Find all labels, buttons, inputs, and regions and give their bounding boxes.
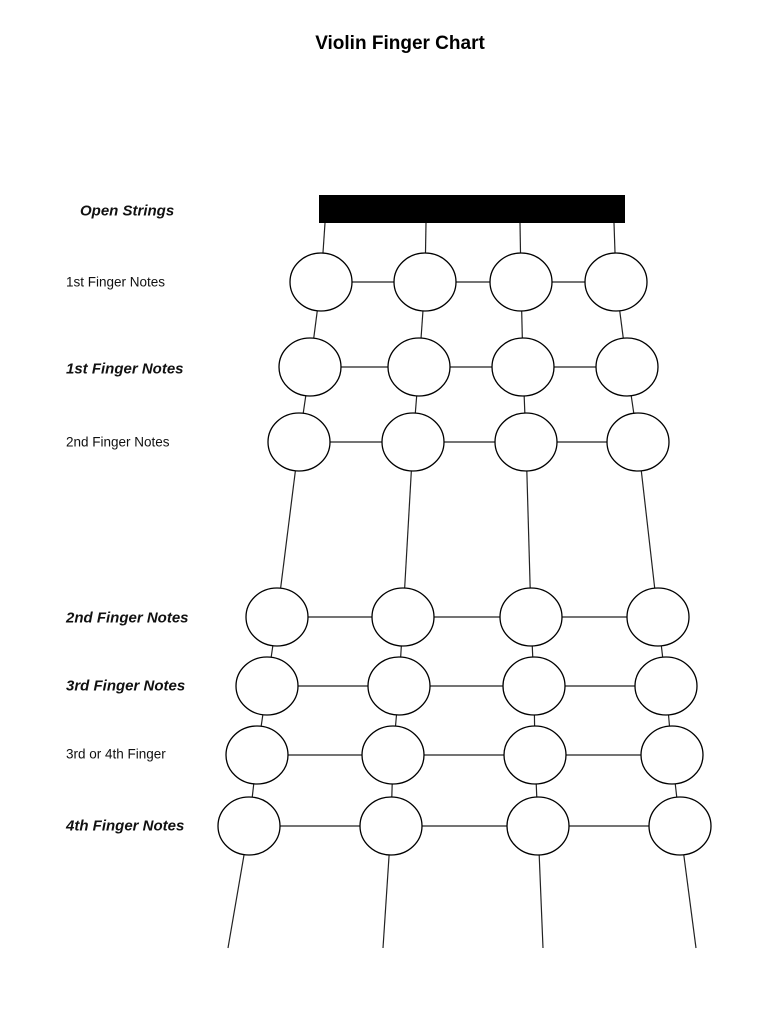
note-circle-row5-string3	[502, 656, 566, 716]
note-circle-row6-string3	[503, 725, 567, 785]
note-circle-row2-string3	[491, 337, 555, 397]
note-circle-row7-string2	[359, 796, 423, 856]
note-circle-row2-string1	[278, 337, 342, 397]
note-circle-row4-string1	[245, 587, 309, 647]
note-circle-row3-string2	[381, 412, 445, 472]
note-circle-row7-string1	[217, 796, 281, 856]
note-circle-row1-string1	[289, 252, 353, 312]
row-label-2nd-finger-low: 2nd Finger Notes	[66, 434, 170, 450]
note-circle-row2-string4	[595, 337, 659, 397]
note-circle-row2-string2	[387, 337, 451, 397]
note-circle-row5-string4	[634, 656, 698, 716]
note-circle-row5-string2	[367, 656, 431, 716]
note-circle-row1-string2	[393, 252, 457, 312]
row-label-open-strings: Open Strings	[80, 202, 175, 220]
note-circle-row4-string4	[626, 587, 690, 647]
row-label-3rd-finger: 3rd Finger Notes	[66, 677, 186, 695]
note-circles-layer	[217, 252, 712, 856]
note-circle-row7-string4	[648, 796, 712, 856]
note-circle-row1-string3	[489, 252, 553, 312]
row-label-1st-finger-low: 1st Finger Notes	[66, 274, 166, 290]
note-circle-row6-string2	[361, 725, 425, 785]
note-circle-row6-string1	[225, 725, 289, 785]
note-circle-row4-string2	[371, 587, 435, 647]
note-circle-row5-string1	[235, 656, 299, 716]
row-label-2nd-finger-high: 2nd Finger Notes	[66, 609, 189, 627]
note-circle-row3-string4	[606, 412, 670, 472]
page-title: Violin Finger Chart	[315, 33, 485, 54]
note-circle-row3-string1	[267, 412, 331, 472]
note-circle-row6-string4	[640, 725, 704, 785]
row-label-4th-finger: 4th Finger Notes	[66, 817, 185, 835]
strings-layer	[227, 222, 697, 949]
note-circle-row3-string3	[494, 412, 558, 472]
note-circle-row4-string3	[499, 587, 563, 647]
note-circle-row1-string4	[584, 252, 648, 312]
nut-bar	[319, 195, 625, 223]
note-circle-row7-string3	[506, 796, 570, 856]
row-label-3rd-or-4th: 3rd or 4th Finger	[66, 746, 166, 762]
row-label-1st-finger-high: 1st Finger Notes	[66, 360, 184, 378]
